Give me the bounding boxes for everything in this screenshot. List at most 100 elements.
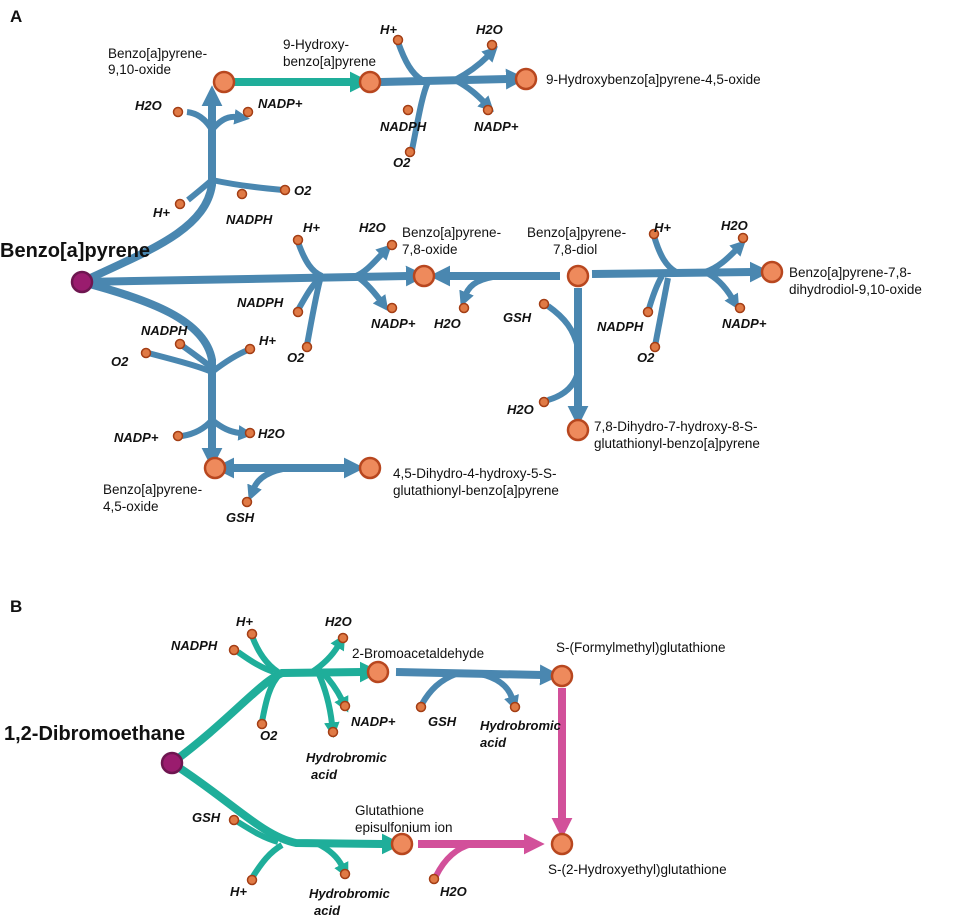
node-a-o2-2 bbox=[404, 146, 416, 158]
label-a-gsh-1: GSH bbox=[503, 310, 532, 325]
label-a-h2o-2: H2O bbox=[476, 22, 503, 37]
label-a-o2-5: O2 bbox=[111, 354, 129, 369]
labels-panel-b: 1,2-Dibromoethane 2-Bromoacetaldehyde S-… bbox=[4, 614, 727, 918]
label-source-dbe: 1,2-Dibromoethane bbox=[4, 723, 185, 745]
node-a-nadp-1 bbox=[242, 106, 254, 118]
edge-episulf-hplus bbox=[249, 842, 284, 880]
label-bp910-line1: Benzo[a]pyrene- bbox=[108, 46, 207, 61]
edge-bromo-h2o bbox=[310, 633, 346, 675]
nodes-panel-b bbox=[160, 628, 574, 886]
label-a-nadph-4: NADPH bbox=[597, 319, 644, 334]
node-a-nadph-4 bbox=[642, 306, 654, 318]
edge-bromo-hplus bbox=[249, 634, 280, 675]
edge-source-to-episulf bbox=[169, 759, 403, 855]
label-a-nadph-3: NADPH bbox=[237, 295, 284, 310]
node-a-nadp-2 bbox=[482, 104, 494, 116]
label-hydroxybp-line1: 9-Hydroxy- bbox=[283, 37, 349, 52]
label-bp45-line1: Benzo[a]pyrene- bbox=[103, 482, 202, 497]
node-a-hplus-1 bbox=[174, 198, 186, 210]
node-a-h2o-4 bbox=[458, 302, 470, 314]
edge-bp78diol-to-bp78dd bbox=[591, 261, 771, 283]
label-b-hbr1-line1: Hydrobromic bbox=[306, 750, 388, 765]
panel-label-b: B bbox=[10, 597, 22, 616]
edge-bromo-nadp bbox=[319, 669, 349, 713]
label-a-gsh-2: GSH bbox=[226, 510, 255, 525]
label-b-hplus-1: H+ bbox=[236, 614, 253, 629]
label-a-nadp-5: NADP+ bbox=[114, 430, 159, 445]
node-b-nadph bbox=[228, 644, 240, 656]
label-a-o2-3: O2 bbox=[287, 350, 305, 365]
edge-bp45-o2 bbox=[147, 350, 214, 375]
node-b-o2 bbox=[256, 718, 268, 730]
node-a-o2-3 bbox=[301, 341, 313, 353]
node-b-hplus-1 bbox=[246, 628, 258, 640]
node-a-nadph-3 bbox=[292, 306, 304, 318]
label-b-hbr3-line2: acid bbox=[314, 903, 341, 918]
edge-gsh45-gsh bbox=[247, 465, 291, 502]
edge-bp45-nadp bbox=[181, 417, 215, 439]
edge-bp78dd-hplus bbox=[651, 235, 678, 275]
edge-bromo-nadph bbox=[236, 649, 275, 675]
label-b-gsh-2: GSH bbox=[192, 810, 221, 825]
label-a-h2o-4: H2O bbox=[434, 316, 461, 331]
edge-hydroxybp-to-hbp45 bbox=[379, 68, 527, 90]
edge-source-to-bp910 bbox=[80, 85, 223, 286]
label-bp78dd-line1: Benzo[a]pyrene-7,8- bbox=[789, 265, 911, 280]
node-a-hplus-4 bbox=[648, 228, 660, 240]
edge-bp78ox-o2 bbox=[304, 279, 323, 346]
label-a-hplus-3: H+ bbox=[303, 220, 320, 235]
node-a-h2o-5 bbox=[737, 232, 749, 244]
label-b-gsh-1: GSH bbox=[428, 714, 457, 729]
edge-bromo-to-formyl bbox=[395, 664, 561, 686]
label-b-hbr3-line1: Hydrobromic bbox=[309, 886, 391, 901]
node-a-gsh-2 bbox=[241, 496, 253, 508]
edge-bp910-nadp bbox=[209, 109, 250, 132]
label-b-nadp: NADP+ bbox=[351, 714, 396, 729]
node-a-hplus-2 bbox=[392, 34, 404, 46]
label-bp78ox-line2: 7,8-oxide bbox=[402, 242, 458, 257]
label-bp78ox-line1: Benzo[a]pyrene- bbox=[402, 225, 501, 240]
label-a-o2-4: O2 bbox=[637, 350, 655, 365]
node-a-h2o-3 bbox=[386, 239, 398, 251]
node-a-nadph-5 bbox=[174, 338, 186, 350]
edge-bp78dd-o2 bbox=[652, 277, 671, 347]
label-episulf-line2: episulfonium ion bbox=[355, 820, 453, 835]
edge-source-to-bp45 bbox=[80, 278, 223, 469]
node-bromo bbox=[366, 660, 390, 684]
node-a-gsh-1 bbox=[538, 298, 550, 310]
label-bp78dd-line2: dihydrodiol-9,10-oxide bbox=[789, 282, 922, 297]
label-a-nadp-1: NADP+ bbox=[258, 96, 303, 111]
node-bp78dd bbox=[760, 260, 784, 284]
node-a-h2o-7 bbox=[244, 427, 256, 439]
nodes-panel-a bbox=[70, 34, 784, 508]
node-b-hbr-2 bbox=[509, 701, 521, 713]
node-bp78ox bbox=[412, 264, 436, 288]
edge-bp78dd-nadp bbox=[703, 269, 740, 311]
label-a-o2-1: O2 bbox=[294, 183, 312, 198]
node-bp45 bbox=[203, 456, 227, 480]
node-source-bp bbox=[70, 270, 94, 294]
node-a-nadp-4 bbox=[734, 302, 746, 314]
label-b-hplus-2: H+ bbox=[230, 884, 247, 899]
edge-bp78ox-nadp bbox=[354, 273, 389, 312]
edge-source-to-bp78ox bbox=[81, 265, 427, 287]
node-a-nadp-5 bbox=[172, 430, 184, 442]
edge-episulf-hbr bbox=[316, 841, 349, 879]
edge-episulf-gsh bbox=[236, 819, 279, 845]
label-formyl: S-(Formylmethyl)glutathione bbox=[556, 640, 726, 655]
label-a-h2o-7: H2O bbox=[258, 426, 285, 441]
node-a-h2o-6 bbox=[538, 396, 550, 408]
node-formyl bbox=[550, 664, 574, 688]
label-gsh45-line2: glutathionyl-benzo[a]pyrene bbox=[393, 483, 559, 498]
node-a-nadp-3 bbox=[386, 302, 398, 314]
edges-panel-b bbox=[169, 633, 573, 880]
label-b-hbr1-line2: acid bbox=[311, 767, 338, 782]
label-b-hbr2-line1: Hydrobromic bbox=[480, 718, 562, 733]
label-a-nadp-3: NADP+ bbox=[371, 316, 416, 331]
edge-bp910-h2o bbox=[186, 109, 215, 132]
label-a-h2o-3: H2O bbox=[359, 220, 386, 235]
node-hydroxybp bbox=[358, 70, 382, 94]
label-a-nadp-4: NADP+ bbox=[722, 316, 767, 331]
label-gsh78-line1: 7,8-Dihydro-7-hydroxy-8-S- bbox=[594, 419, 758, 434]
label-bromo: 2-Bromoacetaldehyde bbox=[352, 646, 484, 661]
